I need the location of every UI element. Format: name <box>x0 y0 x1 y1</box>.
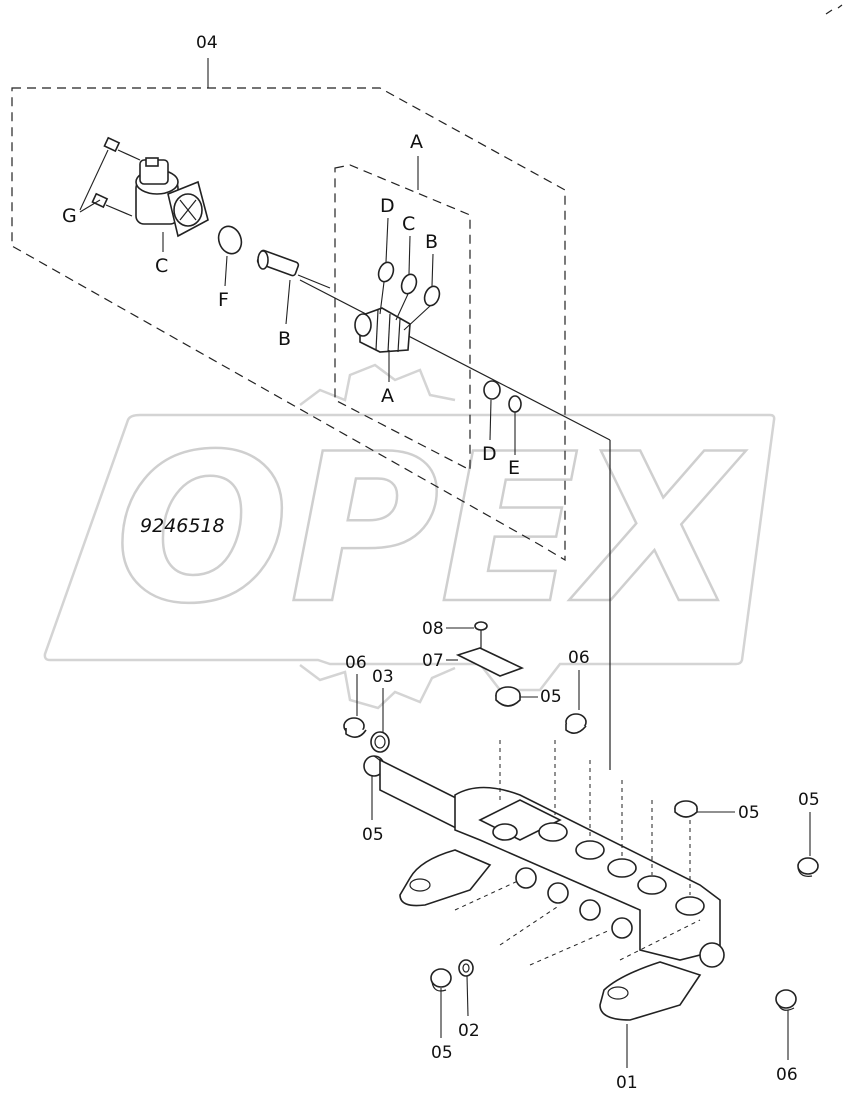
callout-08: 08 <box>422 619 444 639</box>
callout-A-bottom: A <box>381 385 394 407</box>
center-axis <box>299 279 611 441</box>
leader-B-mid <box>285 279 291 325</box>
callout-06-bottom: 06 <box>776 1065 798 1085</box>
leader-D-part <box>379 281 385 315</box>
leader-C-top <box>408 235 411 275</box>
leader-G-lower <box>79 199 101 213</box>
assembly-04-boundary <box>11 87 566 562</box>
spool-B <box>256 249 331 289</box>
plug-06-left <box>343 717 367 738</box>
callout-D-bottom: D <box>482 443 497 465</box>
fitting-03 <box>370 731 390 753</box>
watermark-text: OPEX <box>115 411 747 649</box>
callout-B-mid: B <box>278 328 291 350</box>
corner-mark <box>825 4 843 15</box>
plug-05-bottom <box>430 968 452 992</box>
leader-C-part <box>395 293 409 321</box>
callout-D-top: D <box>380 195 395 217</box>
callout-05-left: 05 <box>362 825 384 845</box>
leader-B-part <box>403 305 431 331</box>
callout-02: 02 <box>458 1021 480 1041</box>
plug-05-mid <box>674 800 698 818</box>
ring-E <box>508 395 522 413</box>
callout-04: 04 <box>196 33 218 53</box>
watermark: OPEX <box>43 363 776 710</box>
watermark-gear-right <box>299 664 456 710</box>
assembly-paths-lower <box>454 879 701 966</box>
valve-body-01 <box>379 758 725 1021</box>
callout-01: 01 <box>616 1073 638 1093</box>
o-ring-B-upper <box>423 285 441 307</box>
leader-D-top <box>385 217 389 263</box>
cartridge-A <box>354 307 411 353</box>
callout-05-mid: 05 <box>738 803 760 823</box>
plug-05-right <box>797 857 819 877</box>
solenoid-C <box>135 157 209 238</box>
callout-05-right: 05 <box>798 790 820 810</box>
assembly-A-boundary <box>334 164 471 471</box>
callout-C-top: C <box>402 213 415 235</box>
watermark-gear-left <box>299 363 456 406</box>
plate-07 <box>455 647 525 677</box>
callout-05-top: 05 <box>540 687 562 707</box>
o-ring-F <box>217 225 243 255</box>
callout-G: G <box>62 205 77 227</box>
leader-B-top <box>431 253 434 287</box>
screw-G-lower <box>91 192 133 217</box>
callout-B-top: B <box>425 231 438 253</box>
screw-G-upper <box>103 136 141 161</box>
callout-C-left: C <box>155 255 168 277</box>
callout-06-right: 06 <box>568 648 590 668</box>
callout-E: E <box>508 457 520 479</box>
plug-D <box>483 380 501 400</box>
fitting-02 <box>458 959 474 977</box>
leader-02 <box>466 975 469 1017</box>
leader-F <box>224 255 228 287</box>
drawing-code: 9246518 <box>140 515 225 537</box>
callout-07: 07 <box>422 651 444 671</box>
screw-08 <box>474 621 488 650</box>
callout-06-left: 06 <box>345 653 367 673</box>
callout-05-bottom: 05 <box>431 1043 453 1063</box>
leader-G-upper <box>79 149 109 211</box>
o-ring-C-upper <box>400 273 418 295</box>
o-ring-D-upper <box>377 261 395 283</box>
callout-F: F <box>218 289 229 311</box>
callout-03: 03 <box>372 667 394 687</box>
plug-05-top <box>495 686 521 707</box>
callout-A-top: A <box>410 131 423 153</box>
plug-06-right <box>565 713 587 734</box>
plug-06-bottom <box>775 989 797 1011</box>
leader-D-bottom <box>489 399 492 441</box>
assembly-paths <box>499 740 691 895</box>
